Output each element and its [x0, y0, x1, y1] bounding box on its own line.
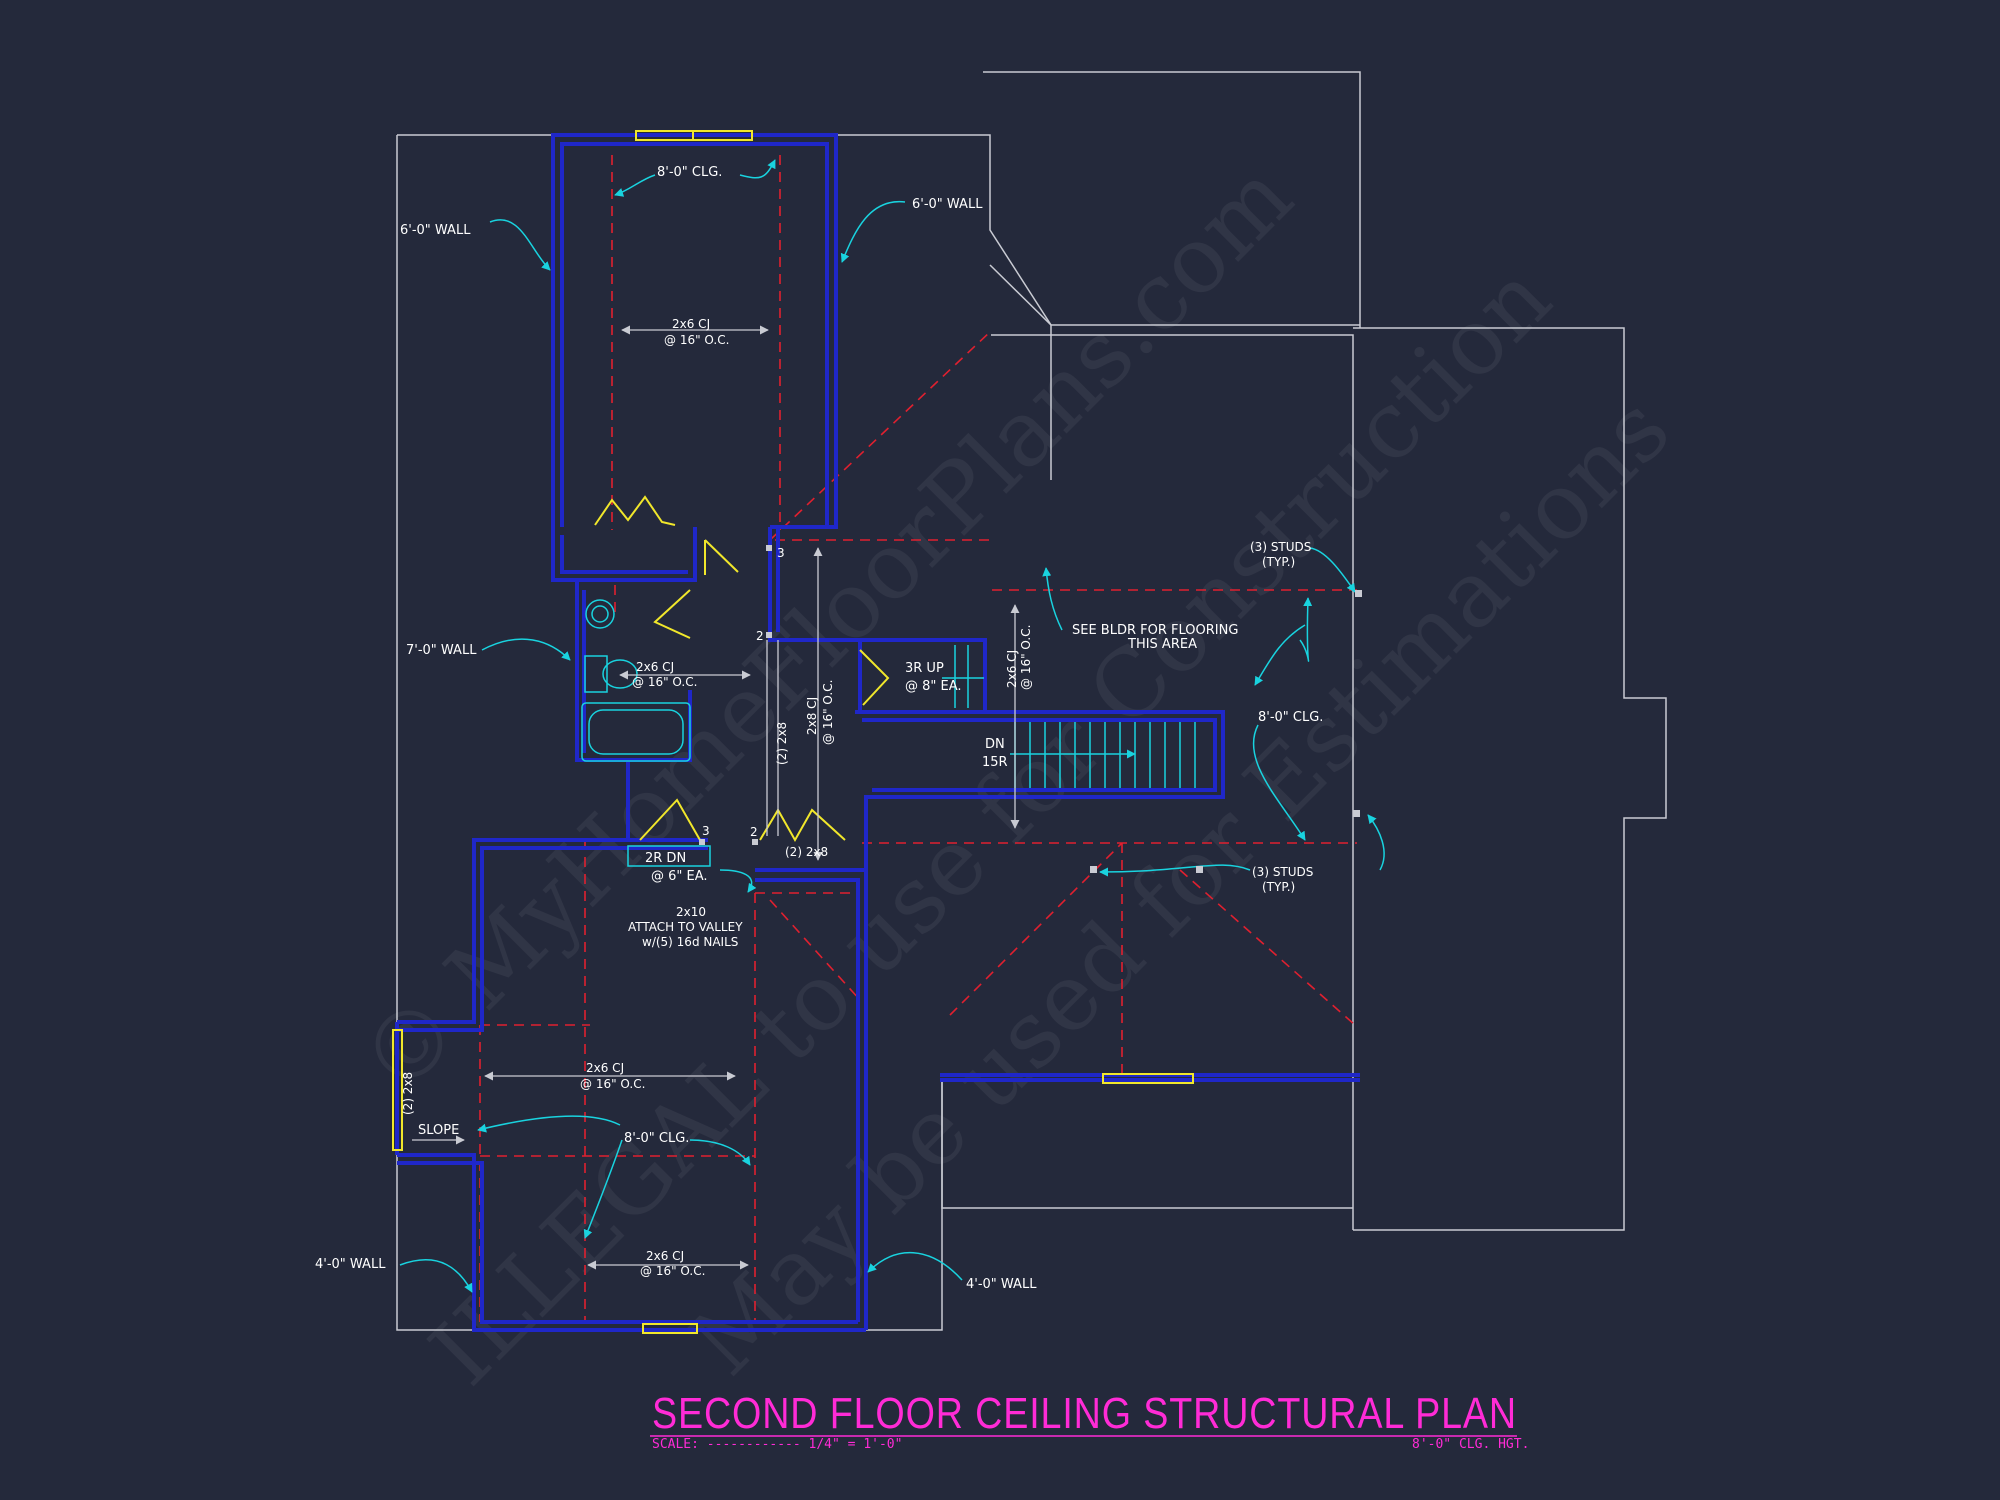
wall-lower-bottom-inner	[397, 1161, 858, 1324]
label-valley-3: w/(5) 16d NAILS	[642, 935, 738, 949]
label-riser-dn-2: @ 6" EA.	[651, 869, 708, 884]
building-outline	[396, 71, 1667, 1331]
label-cj-top-2: @ 16" O.C.	[664, 333, 729, 347]
outline-garage-chamfer	[989, 264, 1360, 326]
outline-garage-inner	[991, 334, 1354, 1230]
wall-upper-bedroom	[551, 133, 838, 529]
label-cj-bottom-1: 2x6 CJ	[646, 1249, 684, 1263]
door-swing-3	[859, 649, 890, 706]
drawing-title: SECOND FLOOR CEILING STRUCTURAL PLAN	[652, 1389, 1517, 1438]
label-riser-up-2: @ 8" EA.	[905, 679, 962, 694]
label-slope: SLOPE	[418, 1123, 459, 1138]
framing-lines	[479, 155, 1357, 1322]
label-cj-top-1: 2x6 CJ	[672, 317, 710, 331]
door-swing-4	[639, 798, 701, 841]
annotations: 8'-0" CLG. 6'-0" WALL 6'-0" WALL 2x6 CJ …	[315, 165, 1323, 1292]
label-ceiling-top: 8'-0" CLG.	[657, 165, 722, 180]
wall-closet	[551, 527, 697, 582]
label-valley-2: ATTACH TO VALLEY	[628, 920, 743, 934]
label-studs-bottom-2: (TYP.)	[1262, 880, 1295, 894]
label-studs-bottom-1: (3) STUDS	[1252, 865, 1313, 879]
label-node-2a: 2	[756, 629, 764, 643]
wall-landing-inner	[755, 878, 860, 1322]
outline-lower-mid	[941, 1078, 1353, 1209]
dimension-lines	[412, 325, 1020, 1270]
bifold-hall	[759, 808, 846, 843]
sink	[585, 599, 615, 629]
label-cj-bath-1: 2x6 CJ	[636, 660, 674, 674]
label-cj-2x8-1: 2x8 CJ	[805, 697, 819, 735]
window-bottom	[642, 1323, 698, 1334]
label-ceiling-right: 8'-0" CLG.	[1258, 710, 1323, 725]
label-node-2b: 2	[750, 825, 758, 839]
label-riser-up-1: 3R UP	[905, 661, 944, 676]
wall-stair-upper	[855, 710, 1225, 868]
label-see-builder-1: SEE BLDR FOR FLOORING	[1072, 623, 1238, 638]
wall-lower-bottom	[397, 1153, 866, 1332]
label-stair-dn-2: 15R	[982, 755, 1008, 770]
hip-lower	[769, 899, 861, 1001]
label-header-vertical: (2) 2x8	[775, 722, 789, 765]
wall-lower-bedroom	[397, 838, 708, 1024]
outline-right-wing	[1353, 327, 1667, 1231]
hip-left	[949, 842, 1123, 1016]
label-studs-top-1: (3) STUDS	[1250, 540, 1311, 554]
label-wall-6-left: 6'-0" WALL	[400, 223, 471, 238]
doors-windows	[392, 130, 1194, 1334]
hip-right	[1179, 869, 1356, 1026]
label-wall-4-right: 4'-0" WALL	[966, 1277, 1037, 1292]
label-wall-6-right: 6'-0" WALL	[912, 197, 983, 212]
walls	[395, 133, 1360, 1332]
label-node-3a: 3	[777, 546, 785, 560]
label-stair-dn-1: DN	[985, 737, 1005, 752]
label-see-builder-2: THIS AREA	[1127, 637, 1197, 652]
bath-fixtures	[581, 599, 711, 867]
label-cj-lower-1: 2x6 CJ	[586, 1061, 624, 1075]
label-header-left: (2) 2x8	[401, 1072, 415, 1115]
label-wall-4-left: 4'-0" WALL	[315, 1257, 386, 1272]
label-cj-bottom-2: @ 16" O.C.	[640, 1264, 705, 1278]
outline-top-garage	[983, 71, 1361, 328]
door-swing-1	[704, 539, 739, 575]
wall-stair-inner	[862, 718, 1217, 792]
label-cj-lower-2: @ 16" O.C.	[580, 1077, 645, 1091]
hall-closet-shelf	[627, 845, 711, 867]
label-ceiling-lower: 8'-0" CLG.	[624, 1131, 689, 1146]
label-studs-top-2: (TYP.)	[1262, 555, 1295, 569]
wall-stair-riser	[860, 638, 987, 712]
wall-lower-bedroom-inner	[397, 846, 708, 1032]
door-swing-2	[653, 589, 691, 639]
bathtub	[581, 702, 691, 762]
label-riser-dn-1: 2R DN	[645, 851, 686, 866]
window-left	[392, 1029, 403, 1151]
label-header-mid: (2) 2x8	[785, 845, 828, 859]
label-cj-2x8-2: @ 16" O.C.	[821, 680, 835, 745]
label-cj-stair-1: 2x6 CJ	[1005, 650, 1019, 688]
leader-lines	[399, 159, 1385, 1293]
scale-label: SCALE: ------------ 1/4" = 1'-0"	[652, 1437, 902, 1452]
window-garage	[1102, 1073, 1194, 1084]
wall-upper-bedroom-inner	[560, 142, 829, 527]
wall-landing	[755, 868, 868, 1330]
title-block: SECOND FLOOR CEILING STRUCTURAL PLAN SCA…	[650, 1389, 1529, 1452]
label-wall-7: 7'-0" WALL	[406, 643, 477, 658]
wall-closet-inner	[560, 535, 688, 574]
bifold-closet-top	[594, 495, 676, 526]
label-cj-stair-2: @ 16" O.C.	[1019, 625, 1033, 690]
stud-markers	[699, 545, 1362, 873]
ceiling-height-label: 8'-0" CLG. HGT.	[1412, 1437, 1529, 1452]
label-valley-1: 2x10	[676, 905, 706, 919]
label-cj-bath-2: @ 16" O.C.	[632, 675, 697, 689]
label-node-3b: 3	[702, 824, 710, 838]
toilet-tank	[584, 655, 608, 693]
